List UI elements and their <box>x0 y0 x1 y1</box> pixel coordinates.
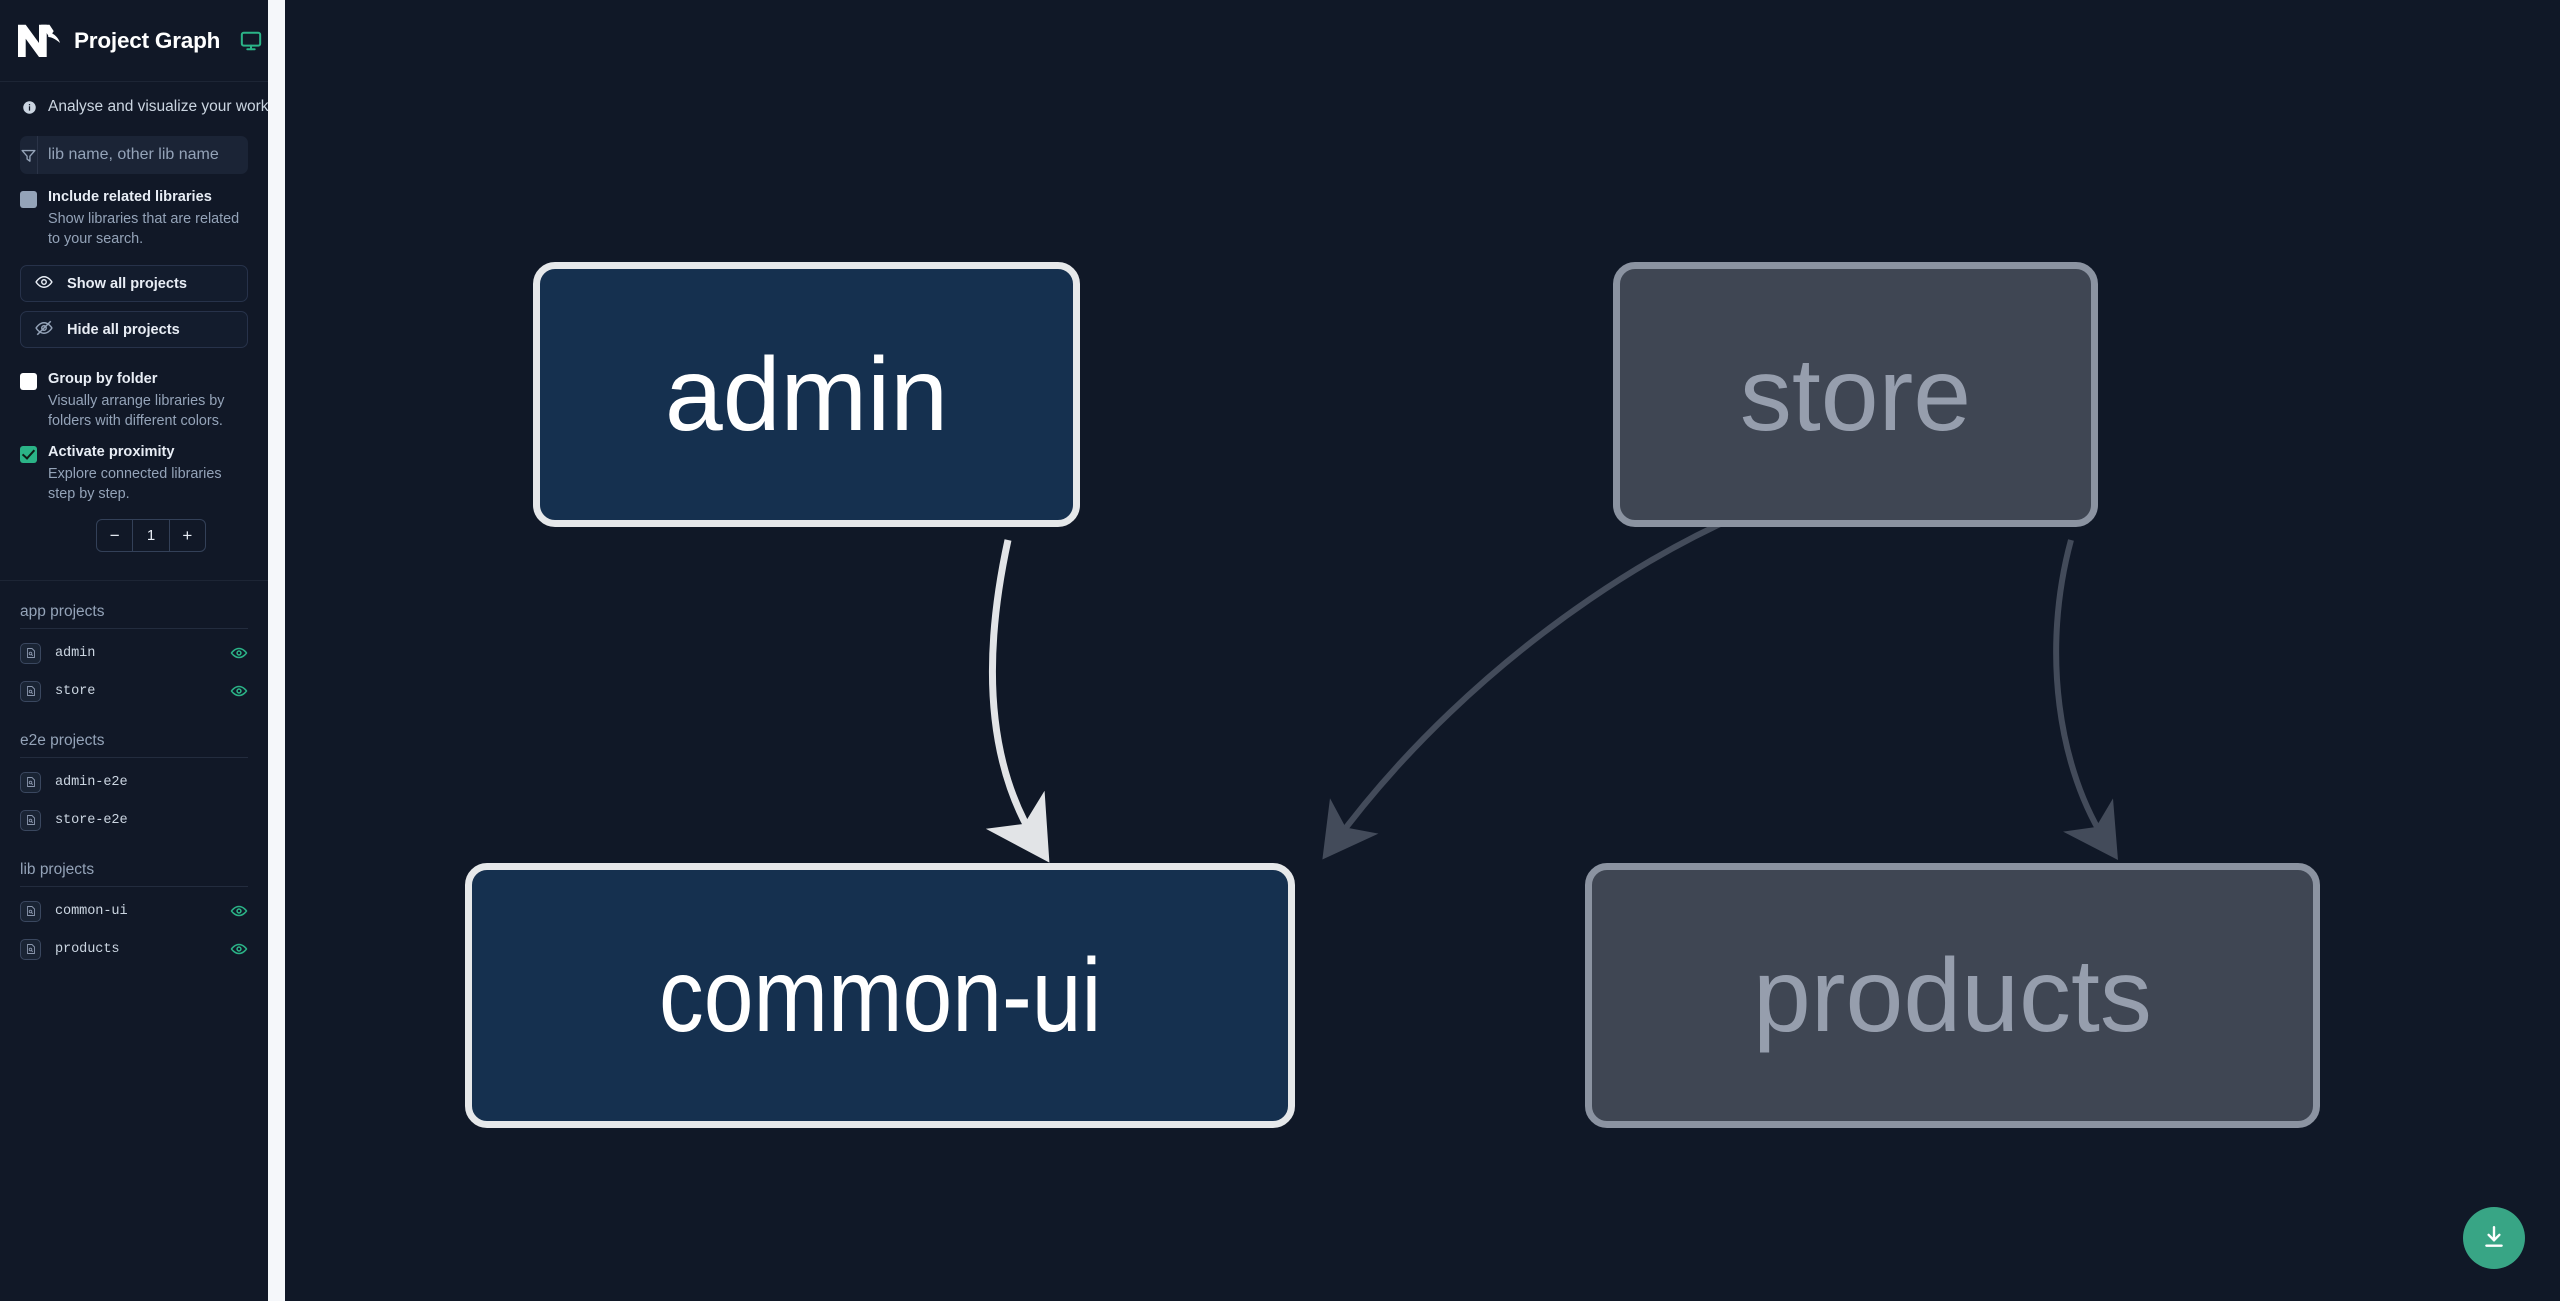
include-related-desc: Show libraries that are related to your … <box>48 210 240 247</box>
search-section <box>0 130 268 174</box>
project-icon <box>20 938 41 960</box>
project-name: common-ui <box>55 903 128 919</box>
edge-admin-to-common-ui <box>985 539 1050 863</box>
graph-canvas[interactable]: admin store common-ui products <box>268 0 2560 1301</box>
project-icon <box>20 900 41 922</box>
page-title: Project Graph <box>74 27 221 53</box>
project-name: admin-e2e <box>55 774 128 790</box>
project-group-e2e: e2e projects admin-e2e store-e2e <box>0 710 268 839</box>
project-group-app: app projects admin <box>0 581 268 710</box>
graph-node-label: products <box>1753 937 2152 1054</box>
proximity-stepper: − 1 + <box>96 519 206 552</box>
project-icon <box>20 642 41 664</box>
edge-store-to-products <box>2053 539 2118 860</box>
project-icon <box>20 771 41 793</box>
project-visibility-toggle[interactable] <box>230 644 248 662</box>
project-row-admin-e2e[interactable]: admin-e2e <box>20 763 248 801</box>
hide-all-projects-label: Hide all projects <box>67 321 180 338</box>
project-visibility-toggle[interactable] <box>230 682 248 700</box>
activate-proximity-checkbox[interactable] <box>20 446 37 463</box>
activate-proximity-label: Activate proximity <box>48 444 175 460</box>
sidebar-header: Project Graph <box>0 0 268 82</box>
proximity-value: 1 <box>132 520 170 551</box>
project-name: products <box>55 941 120 957</box>
group-by-folder-label: Group by folder <box>48 371 158 387</box>
project-row-products[interactable]: products <box>20 930 248 968</box>
graph-node-common-ui[interactable]: common-ui <box>465 863 1295 1128</box>
funnel-icon[interactable] <box>20 136 38 174</box>
monitor-icon[interactable] <box>240 30 262 52</box>
include-related-checkbox[interactable] <box>20 191 37 208</box>
project-visibility-toggle[interactable] <box>230 940 248 958</box>
eye-icon <box>35 273 53 295</box>
project-group-lib: lib projects common-ui <box>0 839 268 968</box>
include-related-label: Include related libraries <box>48 189 212 205</box>
search-box[interactable] <box>20 136 248 174</box>
group-by-folder-checkbox[interactable] <box>20 373 37 390</box>
sidebar-scrollbar[interactable] <box>268 0 285 1301</box>
show-all-projects-button[interactable]: Show all projects <box>20 265 248 302</box>
project-icon <box>20 680 41 702</box>
project-name: admin <box>55 645 96 661</box>
group-title-lib-projects: lib projects <box>20 839 248 887</box>
project-name: store-e2e <box>55 812 128 828</box>
project-row-store[interactable]: store <box>20 672 248 710</box>
info-icon <box>22 100 37 115</box>
hide-all-projects-button[interactable]: Hide all projects <box>20 311 248 348</box>
nx-logo-icon <box>18 22 60 60</box>
proximity-decrement-button[interactable]: − <box>97 520 132 551</box>
download-icon <box>2481 1224 2507 1253</box>
graph-node-label: common-ui <box>658 937 1102 1054</box>
project-name: store <box>55 683 96 699</box>
project-row-common-ui[interactable]: common-ui <box>20 892 248 930</box>
graph-node-label: store <box>1739 336 1972 453</box>
activate-proximity-desc: Explore connected libraries step by step… <box>48 465 222 502</box>
group-by-folder-desc: Visually arrange libraries by folders wi… <box>48 392 225 429</box>
project-visibility-toggle[interactable] <box>230 902 248 920</box>
option-activate-proximity: Activate proximity Explore connected lib… <box>0 431 268 504</box>
graph-node-products[interactable]: products <box>1585 863 2320 1128</box>
group-title-e2e-projects: e2e projects <box>20 710 248 758</box>
download-graph-button[interactable] <box>2463 1207 2525 1269</box>
proximity-increment-button[interactable]: + <box>170 520 205 551</box>
project-row-store-e2e[interactable]: store-e2e <box>20 801 248 839</box>
option-group-by-folder: Group by folder Visually arrange librari… <box>0 348 268 431</box>
show-all-projects-label: Show all projects <box>67 275 188 292</box>
visibility-buttons: Show all projects Hide all projects <box>0 249 268 348</box>
graph-node-store[interactable]: store <box>1613 262 2098 527</box>
graph-node-admin[interactable]: admin <box>533 262 1080 527</box>
project-row-admin[interactable]: admin <box>20 634 248 672</box>
group-title-app-projects: app projects <box>20 581 248 629</box>
sidebar-divider <box>0 580 268 581</box>
graph-node-label: admin <box>664 336 949 453</box>
eye-off-icon <box>35 319 53 341</box>
tagline: Analyse and visualize your workspace. <box>0 82 268 130</box>
sidebar: Project Graph Analyse and visualize your… <box>0 0 268 1301</box>
tagline-text: Analyse and visualize your workspace. <box>48 98 268 115</box>
project-icon <box>20 809 41 831</box>
search-input[interactable] <box>38 136 248 174</box>
option-include-related: Include related libraries Show libraries… <box>0 174 268 249</box>
